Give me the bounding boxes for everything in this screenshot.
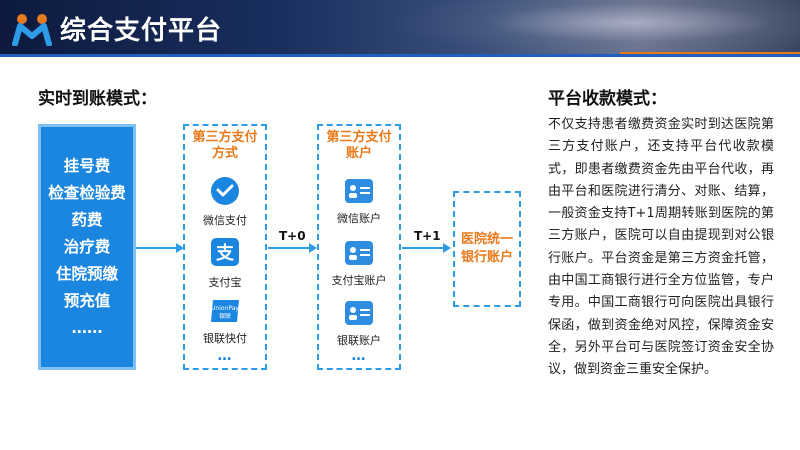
arrow-head bbox=[309, 243, 317, 253]
account-card-icon bbox=[345, 301, 373, 325]
header-underline bbox=[0, 54, 800, 57]
item-label: 支付宝账户 bbox=[331, 274, 387, 287]
svg-text:UnionPay: UnionPay bbox=[211, 305, 239, 312]
account-card-icon bbox=[345, 179, 373, 203]
platform-mode-heading: 平台收款模式： bbox=[548, 89, 667, 109]
unionpay-account-item: 银联账户 bbox=[319, 300, 399, 348]
arrow-line bbox=[136, 247, 178, 249]
fee-item: 治疗费 bbox=[63, 237, 111, 256]
item-label: 微信账户 bbox=[337, 212, 381, 225]
more-ellipsis: … bbox=[351, 348, 367, 364]
unionpay-item: UnionPay 银联 银联快付 bbox=[185, 298, 265, 346]
title-line: 账户 bbox=[345, 146, 372, 161]
t0-label: T+0 bbox=[279, 229, 306, 243]
title-line: 方式 bbox=[211, 146, 238, 161]
arrow-line bbox=[402, 247, 444, 249]
more-ellipsis: … bbox=[217, 348, 233, 364]
payment-accounts-title: 第三方支付 账户 bbox=[319, 130, 399, 162]
item-label: 银联账户 bbox=[337, 334, 381, 347]
bank-line: 银行账户 bbox=[460, 250, 513, 265]
hospital-bank-account-box: 医院统一 银行账户 bbox=[453, 191, 521, 307]
wechat-pay-item: 微信支付 bbox=[185, 176, 265, 228]
fee-item: 药费 bbox=[71, 210, 103, 229]
fee-item: 挂号费 bbox=[63, 156, 111, 175]
arrow-line bbox=[268, 247, 310, 249]
bank-account-label: 医院统一 银行账户 bbox=[461, 231, 513, 267]
header-accent-line bbox=[620, 52, 800, 54]
arrow-head bbox=[176, 243, 184, 253]
payment-methods-title: 第三方支付 方式 bbox=[185, 130, 265, 162]
fee-item: 住院预缴 bbox=[55, 264, 118, 283]
title-line: 第三方支付 bbox=[192, 130, 258, 145]
wechat-pay-icon bbox=[211, 177, 239, 205]
item-label: 支付宝 bbox=[208, 276, 242, 289]
page-title: 综合支付平台 bbox=[60, 16, 223, 46]
bank-line: 医院统一 bbox=[460, 232, 513, 247]
alipay-item: 支 支付宝 bbox=[185, 238, 265, 290]
item-label: 银联快付 bbox=[203, 332, 247, 345]
svg-text:支: 支 bbox=[215, 242, 235, 264]
header-glow bbox=[380, 0, 800, 57]
fee-item: …… bbox=[71, 318, 103, 337]
arrow-head bbox=[443, 243, 451, 253]
logo-icon bbox=[12, 14, 52, 46]
item-label: 微信支付 bbox=[203, 214, 247, 227]
fee-types-box: 挂号费 检查检验费 药费 治疗费 住院预缴 预充值 …… bbox=[38, 124, 136, 370]
realtime-mode-heading: 实时到账模式： bbox=[38, 89, 157, 109]
wechat-account-item: 微信账户 bbox=[319, 178, 399, 226]
payment-methods-box: 第三方支付 方式 微信支付 支 支付宝 UnionPay 银联 银联快付 … bbox=[183, 124, 267, 370]
alipay-account-item: 支付宝账户 bbox=[319, 240, 399, 288]
alipay-icon: 支 bbox=[211, 238, 239, 266]
header-banner: 综合支付平台 bbox=[0, 0, 800, 57]
platform-mode-description: 不仅支持患者缴费资金实时到达医院第三方支付账户，还支持平台代收款模式，即患者缴费… bbox=[548, 117, 774, 378]
fee-item: 检查检验费 bbox=[48, 183, 126, 202]
account-card-icon bbox=[345, 241, 373, 265]
svg-text:银联: 银联 bbox=[219, 312, 231, 320]
t1-label: T+1 bbox=[414, 229, 441, 243]
unionpay-icon: UnionPay 银联 bbox=[211, 300, 239, 322]
fee-item: 预充值 bbox=[63, 291, 111, 310]
payment-accounts-box: 第三方支付 账户 微信账户 支付宝账户 银联账户 … bbox=[317, 124, 401, 370]
title-line: 第三方支付 bbox=[326, 130, 392, 145]
